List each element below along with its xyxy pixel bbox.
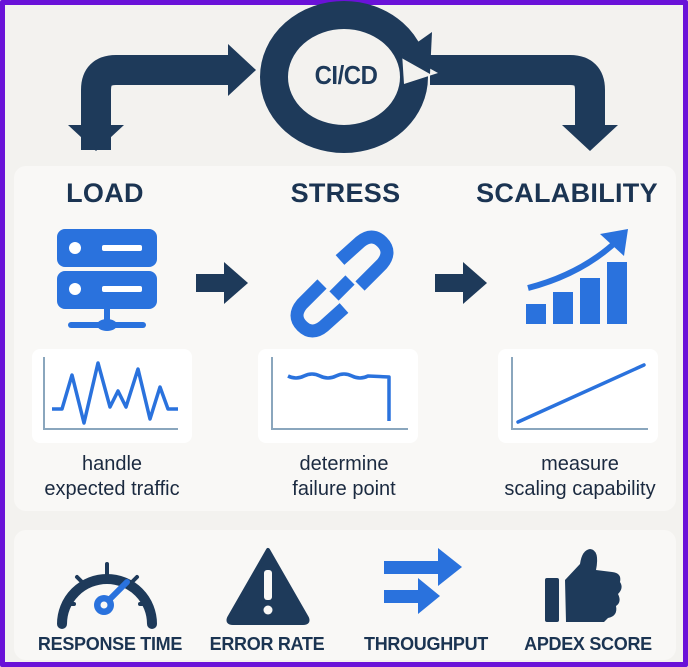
scalability-title: SCALABILITY [476, 178, 658, 208]
server-icon [57, 229, 157, 331]
stress-description-line1: determine [299, 453, 389, 475]
right-down-arrow-icon [430, 55, 618, 151]
stress-description-line2: failure point [292, 478, 396, 500]
rising-linear-line-chart [511, 357, 648, 430]
broken-link-icon [290, 230, 394, 338]
left-down-arrow-icon [68, 44, 256, 151]
cicd-label: CI/CD [314, 60, 378, 90]
double-right-arrows-icon [384, 548, 462, 614]
right-arrow-icon [196, 262, 248, 304]
cicd-pipeline-graphic [68, 1, 618, 153]
test-types-panel [14, 166, 676, 511]
apdex-score-label: APDEX SCORE [524, 634, 652, 654]
load-description-line2: expected traffic [44, 478, 180, 500]
thumbs-up-icon [545, 549, 622, 622]
throughput-label: THROUGHPUT [364, 634, 488, 654]
scalability-chart-card [498, 349, 658, 443]
scalability-description-line1: measure [541, 453, 619, 475]
stress-title: STRESS [290, 178, 401, 208]
loop-arrow-icon [260, 1, 438, 153]
stress-chart-card [258, 349, 418, 443]
right-arrow-icon [435, 262, 487, 304]
stress-line [287, 372, 391, 421]
load-chart-card [32, 349, 192, 443]
traffic-line [52, 361, 178, 425]
load-description: handle expected traffic [22, 452, 202, 502]
scalability-description: measure scaling capability [480, 452, 680, 502]
load-description-line1: handle [81, 453, 143, 475]
response-time-label: RESPONSE TIME [37, 634, 183, 654]
stress-description: determine failure point [254, 452, 434, 502]
flat-then-drop-line-chart [271, 357, 408, 430]
spiky-traffic-line-chart [43, 357, 178, 430]
chart-axes [271, 357, 408, 430]
error-rate-label: ERROR RATE [209, 634, 325, 654]
warning-triangle-icon [226, 548, 310, 625]
scalability-description-line2: scaling capability [504, 478, 656, 500]
load-title: LOAD [66, 178, 144, 208]
growth-bar-chart-icon [526, 229, 628, 324]
chart-axes [511, 357, 648, 430]
speedometer-icon [57, 562, 157, 629]
chart-axes [43, 357, 178, 430]
scaling-line [516, 363, 646, 424]
